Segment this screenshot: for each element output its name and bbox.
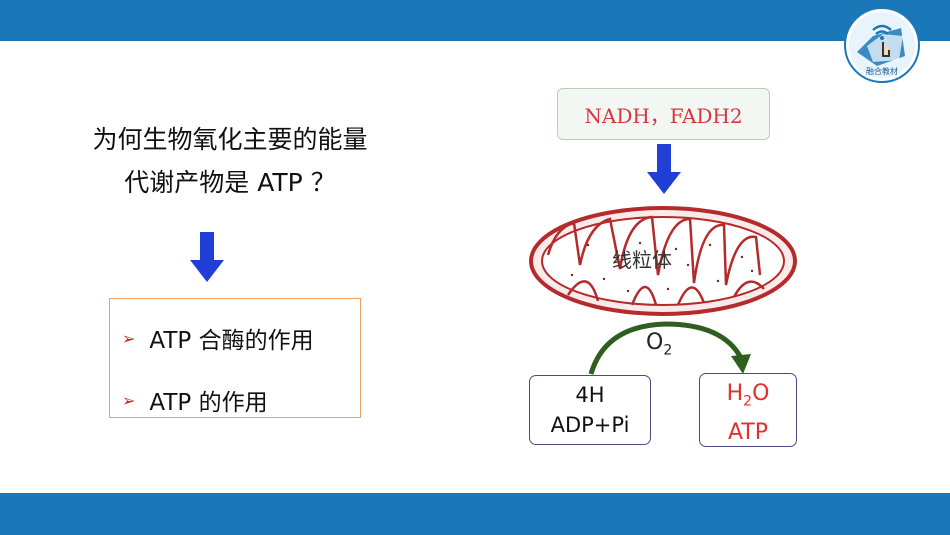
bullet-item: ➢ ATP 合酶的作用 <box>122 321 314 355</box>
mitochondrion-label: 线粒体 <box>612 248 672 272</box>
mitochondrion-icon <box>529 206 797 316</box>
oxygen-label: O2 <box>646 330 673 359</box>
logo-text: 融合教材 <box>866 66 898 76</box>
bullet-text: ATP 的作用 <box>149 390 268 416</box>
question-line-2: 代谢产物是 ATP ？ <box>124 168 336 197</box>
logo-badge-icon: 融合教材 <box>844 7 920 83</box>
curved-arrow-icon <box>588 321 751 375</box>
bottom-banner <box>0 493 950 535</box>
reactants-box: 4H ADP+Pi <box>529 375 651 445</box>
question-title: 为何生物氧化主要的能量 代谢产物是 ATP ？ <box>40 118 420 204</box>
products-box: H2O ATP <box>699 373 797 447</box>
arrow-bullet-icon: ➢ <box>122 390 136 410</box>
atp-product-label: ATP <box>727 420 769 446</box>
down-arrow-icon <box>647 144 681 194</box>
water-label: H2O <box>726 381 770 410</box>
bullet-item: ➢ ATP 的作用 <box>122 383 268 417</box>
down-arrow-icon <box>190 232 224 282</box>
nadh-fadh2-box: NADH，FADH2 <box>557 88 770 140</box>
reactants-line-1: 4H <box>575 383 605 407</box>
arrow-bullet-icon: ➢ <box>122 328 136 348</box>
bullet-text: ATP 合酶的作用 <box>149 328 314 354</box>
reactants-line-2: ADP+Pi <box>550 413 630 437</box>
answer-box: ➢ ATP 合酶的作用 ➢ ATP 的作用 <box>109 298 361 418</box>
top-banner <box>0 0 950 41</box>
nadh-fadh2-label: NADH，FADH2 <box>584 103 743 128</box>
question-line-1: 为何生物氧化主要的能量 <box>92 125 368 154</box>
